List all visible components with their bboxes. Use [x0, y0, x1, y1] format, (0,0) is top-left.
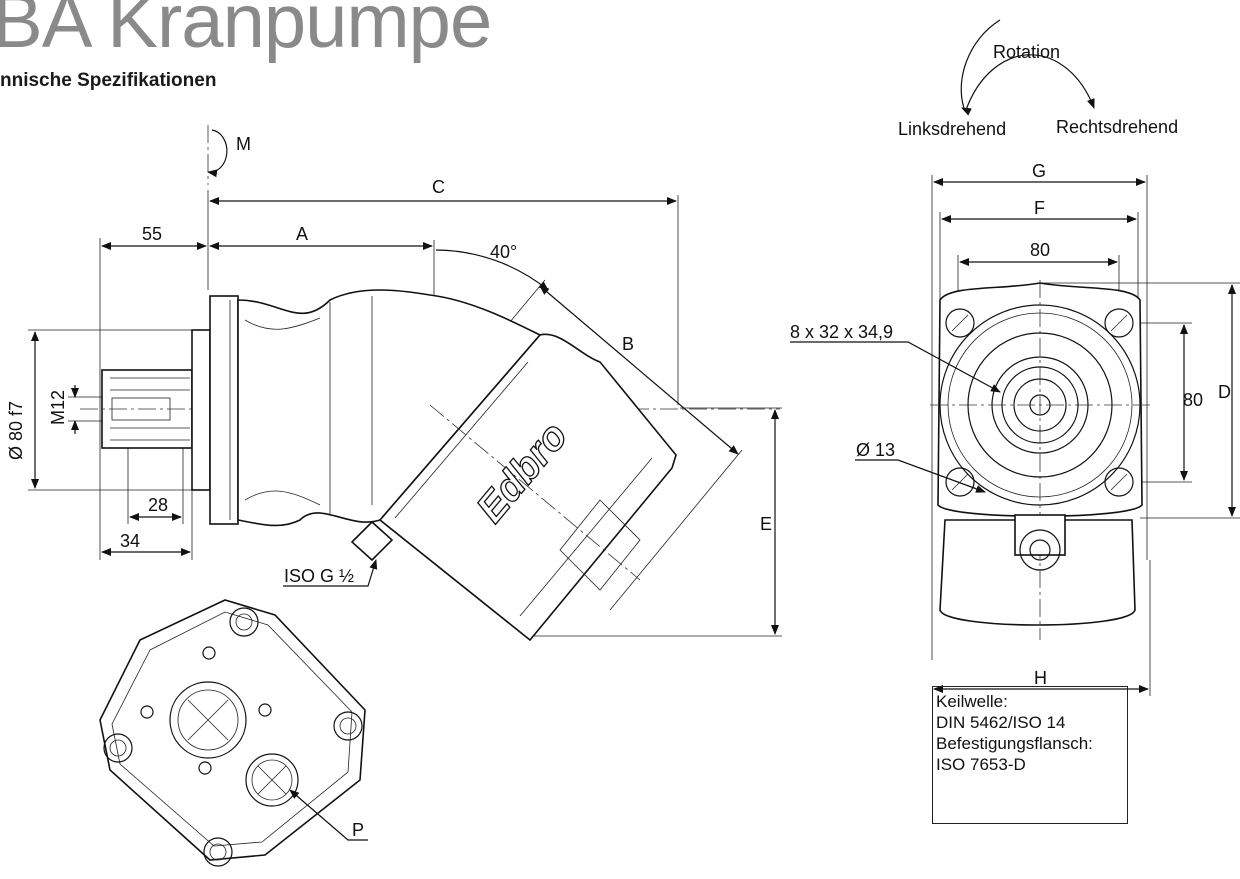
dimension-h: H — [933, 560, 1151, 696]
label-e: E — [760, 514, 772, 534]
label-b: B — [622, 334, 634, 354]
label-w80: 80 — [1030, 240, 1050, 260]
label-28: 28 — [148, 495, 168, 515]
label-h: H — [1034, 668, 1047, 688]
spec-line-2: DIN 5462/ISO 14 — [936, 713, 1066, 732]
label-a: A — [296, 224, 308, 244]
port-view: P — [99, 599, 368, 867]
label-34: 34 — [120, 531, 140, 551]
label-dia13: Ø 13 — [856, 440, 895, 460]
front-view: Rotation Linksdrehend Rechtsdrehend G F … — [790, 19, 1240, 696]
label-spline: 8 x 32 x 34,9 — [790, 322, 893, 342]
front-body — [930, 280, 1150, 640]
spec-line-1: Keilwelle: — [936, 692, 1008, 711]
spline-callout: 8 x 32 x 34,9 — [790, 322, 1001, 393]
dimension-e: E — [530, 407, 782, 637]
label-m12: M12 — [48, 390, 68, 425]
rotation-left-label: Linksdrehend — [898, 119, 1006, 139]
dimension-d-80: D 80 — [1040, 282, 1240, 519]
label-p: P — [352, 820, 364, 840]
dimension-angle: 40° — [435, 242, 549, 291]
spec-line-4: ISO 7653-D — [936, 755, 1026, 774]
label-iso-g: ISO G ½ — [284, 566, 354, 586]
label-g: G — [1032, 161, 1046, 181]
label-c: C — [432, 177, 445, 197]
label-m: M — [236, 134, 251, 154]
angled-head: Edbro — [378, 333, 677, 642]
dimension-a: 55 A — [99, 224, 435, 560]
label-h80: 80 — [1183, 390, 1203, 410]
torque-symbol: M — [207, 125, 251, 185]
label-d: D — [1218, 382, 1231, 402]
side-view: M C 55 A 40° B — [6, 125, 782, 642]
spec-box: Keilwelle: DIN 5462/ISO 14 Befestigungsf… — [932, 686, 1128, 824]
mounting-flange — [191, 295, 239, 525]
dimension-dia80: Ø 80 f7 — [6, 329, 195, 491]
page-subtitle: nnische Spezifikationen — [0, 70, 217, 91]
pump-housing — [237, 289, 542, 527]
label-dia80: Ø 80 f7 — [6, 401, 26, 460]
spec-line-3: Befestigungsflansch: — [936, 734, 1093, 753]
port-iso-g: ISO G ½ — [283, 520, 394, 587]
label-55: 55 — [142, 224, 162, 244]
label-f: F — [1034, 198, 1045, 218]
rotation-right-label: Rechtsdrehend — [1056, 117, 1178, 137]
hole-callout: Ø 13 — [855, 440, 986, 493]
rotation-label: Rotation — [993, 42, 1060, 62]
label-angle: 40° — [490, 242, 517, 262]
page-title: BA Kranpumpe — [0, 0, 492, 64]
rotation-indicator: Rotation Linksdrehend Rechtsdrehend — [898, 19, 1178, 139]
